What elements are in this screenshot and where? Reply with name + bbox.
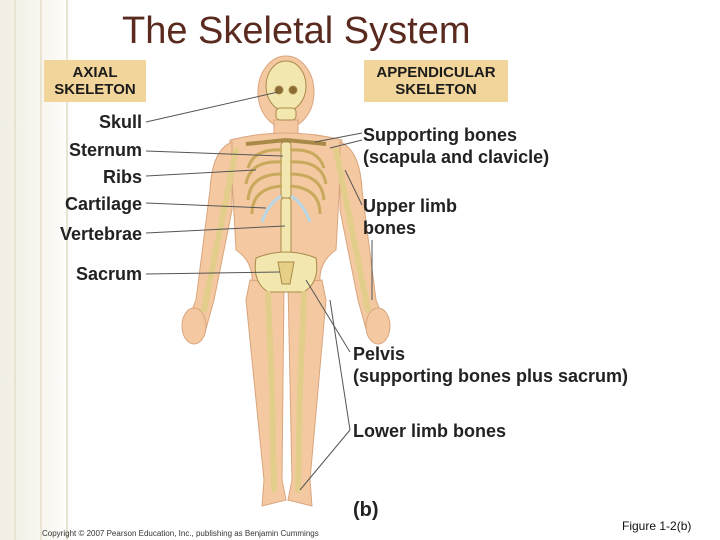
decorative-stripe xyxy=(40,0,42,540)
label-vertebrae: Vertebrae xyxy=(59,224,142,244)
figure-letter: (b) xyxy=(353,499,379,521)
left-arm-shape xyxy=(183,141,233,337)
axial-header-line: SKELETON xyxy=(54,81,136,98)
right-arm-shape xyxy=(339,141,389,337)
figure-reference: Figure 1-2(b) xyxy=(622,519,692,533)
appendicular-header-line: APPENDICULAR xyxy=(376,64,496,81)
right-hand-shape xyxy=(365,307,391,345)
leader-lines xyxy=(145,91,373,491)
slide-title: The Skeletal System xyxy=(122,10,471,52)
appendicular-header-line: SKELETON xyxy=(395,81,477,98)
decorative-stripe xyxy=(14,0,16,540)
costal-cartilage xyxy=(260,194,312,223)
label-pelvis: Pelvis (supporting bones plus sacrum) xyxy=(353,343,628,387)
label-sternum: Sternum xyxy=(68,140,142,160)
label-line: Upper limb xyxy=(363,196,458,216)
jaw-bone xyxy=(275,107,297,121)
rib-cage xyxy=(244,148,328,215)
label-ribs: Ribs xyxy=(102,167,142,187)
skeleton-bones xyxy=(201,60,371,493)
label-line: (scapula and clavicle) xyxy=(363,147,550,167)
sternum-bone xyxy=(280,141,292,199)
appendicular-skeleton-header: APPENDICULAR SKELETON xyxy=(364,60,508,102)
axial-header-line: AXIAL xyxy=(72,64,118,81)
right-leg-shape xyxy=(287,279,327,507)
copyright-notice: Copyright © 2007 Pearson Education, Inc.… xyxy=(42,529,319,538)
eye-socket xyxy=(288,85,298,95)
left-hand-shape xyxy=(181,307,207,345)
label-lower-limb-bones: Lower limb bones xyxy=(353,421,507,441)
label-skull: Skull xyxy=(98,112,142,132)
right-clavicle xyxy=(285,138,327,146)
left-clavicle xyxy=(245,138,287,146)
label-cartilage: Cartilage xyxy=(64,194,142,214)
label-supporting-bones: Supporting bones (scapula and clavicle) xyxy=(363,124,549,168)
axial-skeleton-header: AXIAL SKELETON xyxy=(44,60,146,102)
label-line: Pelvis xyxy=(353,344,406,364)
label-line: Supporting bones xyxy=(363,125,517,145)
label-line: (supporting bones plus sacrum) xyxy=(353,366,629,386)
label-line: bones xyxy=(363,218,417,238)
label-sacrum: Sacrum xyxy=(75,264,142,284)
label-upper-limb-bones: Upper limb bones xyxy=(363,195,457,239)
decorative-stripe xyxy=(66,0,68,540)
sacrum-bone xyxy=(277,261,295,285)
limb-bones xyxy=(201,147,371,493)
skull-bone xyxy=(265,60,307,112)
